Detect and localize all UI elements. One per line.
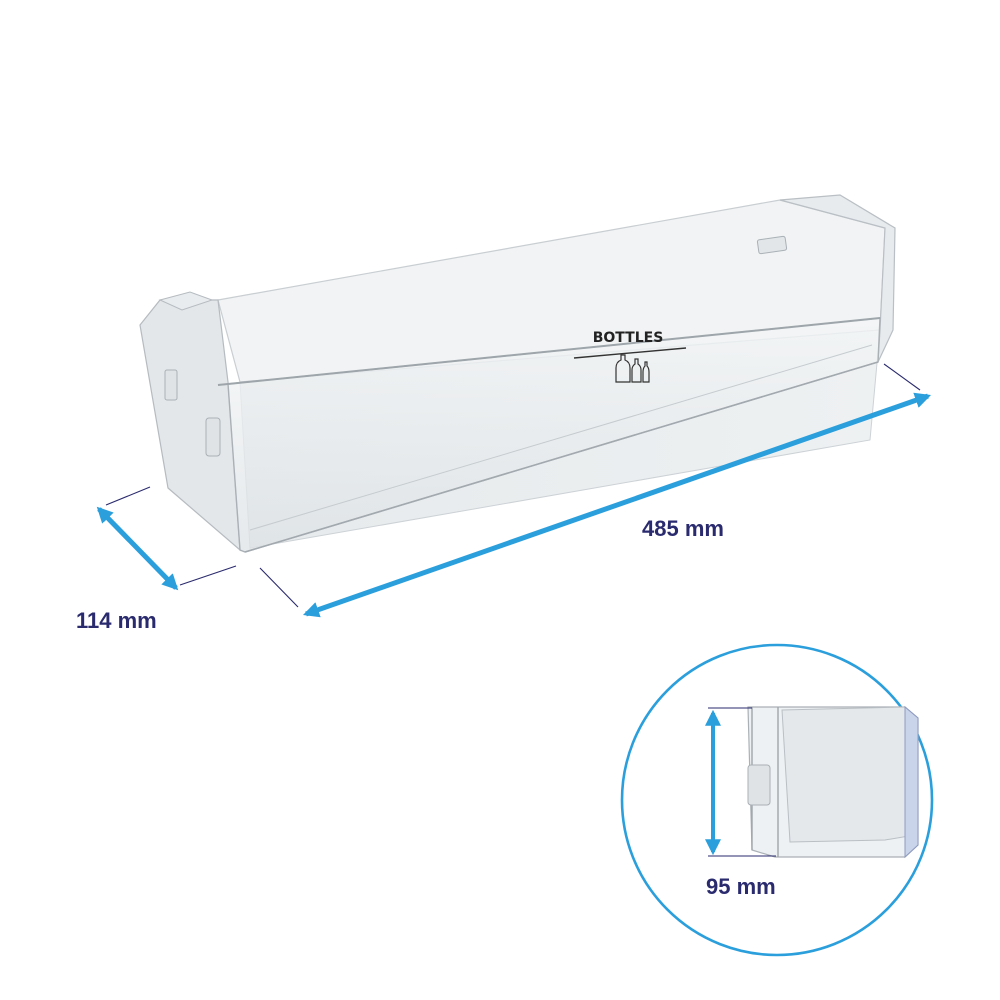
bottle-shelf: BOTTLES: [139, 194, 896, 553]
depth-arrow: [96, 506, 179, 591]
length-dimension: [259, 363, 932, 618]
height-label: 95 mm: [706, 874, 776, 899]
length-arrow: [302, 392, 932, 618]
depth-extension-line-bottom: [179, 565, 237, 586]
bottles-icon: [615, 354, 650, 383]
depth-extension-line-top: [105, 486, 151, 506]
depth-label: 114 mm: [76, 608, 157, 633]
depth-dimension: [96, 486, 237, 591]
side-view-inset: [620, 643, 934, 957]
length-extension-line-right: [883, 363, 921, 391]
shelf-label: BOTTLES: [593, 330, 664, 346]
length-extension-line-left: [259, 567, 299, 608]
length-label: 485 mm: [642, 516, 724, 541]
